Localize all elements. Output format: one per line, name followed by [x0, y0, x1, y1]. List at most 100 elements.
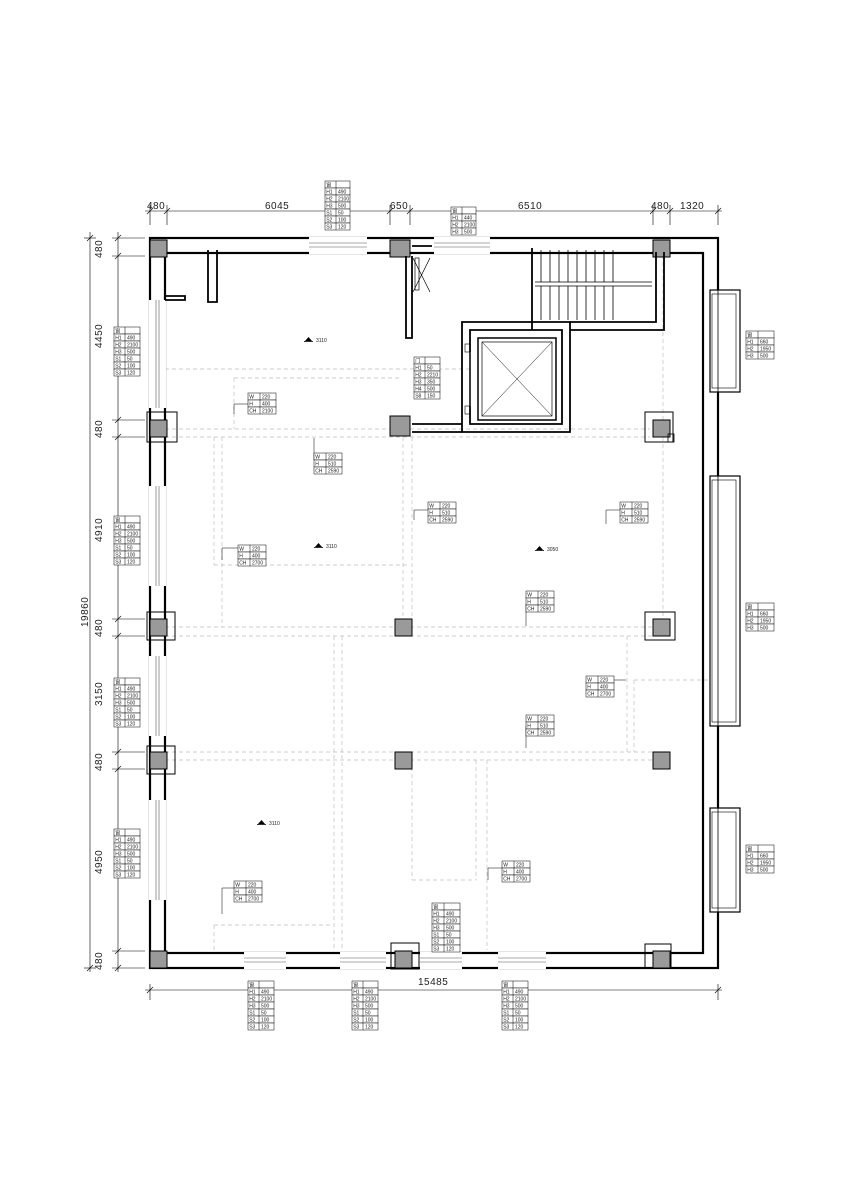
- table-key: 窗: [452, 207, 457, 214]
- table-key: H2: [115, 342, 122, 348]
- table-key: S1: [503, 1010, 509, 1016]
- table-key: S3: [115, 721, 121, 727]
- table-value: 220: [252, 546, 261, 552]
- table-value: 220: [328, 454, 337, 460]
- table-key: S2: [115, 552, 121, 558]
- dimension-ticks: [84, 205, 722, 1000]
- table-row: [525, 604, 555, 613]
- table-value: 50: [127, 545, 133, 551]
- table-key: S2: [115, 714, 121, 720]
- table-value: 400: [600, 684, 609, 690]
- dim-left-1: 480: [94, 240, 105, 258]
- table-key: CH: [621, 517, 629, 523]
- table-value: 490: [127, 837, 136, 843]
- table-key: S3: [115, 559, 121, 565]
- table-value: 2100: [262, 408, 273, 414]
- table-key: 门: [415, 357, 420, 364]
- table-key: S2: [249, 1017, 255, 1023]
- height-label-c: 3050: [547, 547, 558, 553]
- table-key: CH: [239, 560, 247, 566]
- dim-top-2: 6045: [265, 201, 289, 212]
- table-value: 120: [127, 721, 136, 727]
- table-key: H3: [747, 353, 754, 359]
- table-key: S3: [326, 224, 332, 230]
- table-row: [413, 391, 441, 400]
- table-value: 120: [446, 946, 455, 952]
- table-key: S1: [326, 210, 332, 216]
- table-key: S2: [503, 1017, 509, 1023]
- table-value: 120: [365, 1024, 374, 1030]
- table-row: [745, 623, 775, 632]
- table-key: 窗: [326, 181, 331, 188]
- table-value: 2100: [261, 996, 272, 1002]
- table-key: H2: [115, 531, 122, 537]
- table-value: 2590: [442, 517, 453, 523]
- table-value: 2590: [634, 517, 645, 523]
- table-value: 50: [127, 707, 133, 713]
- table-value: 2100: [446, 918, 457, 924]
- table-value: 2100: [127, 844, 138, 850]
- table-value: 220: [540, 592, 549, 598]
- table-key: H3: [353, 1003, 360, 1009]
- table-key: H2: [452, 222, 459, 228]
- table-value: 100: [338, 217, 347, 223]
- height-marker-icon: [315, 543, 322, 547]
- table-row: [585, 689, 615, 698]
- table-key: W: [235, 882, 240, 888]
- table-key: H2: [249, 996, 256, 1002]
- table-value: 400: [262, 401, 271, 407]
- table-value: 100: [127, 552, 136, 558]
- table-key: 窗: [747, 603, 752, 610]
- table-key: H3: [747, 867, 754, 873]
- table-key: CH: [315, 468, 323, 474]
- table-key: H3: [115, 538, 122, 544]
- height-label-b: 3110: [326, 544, 337, 550]
- table-value: 490: [261, 989, 270, 995]
- table-key: H2: [326, 196, 333, 202]
- table-value: 50: [515, 1010, 521, 1016]
- columns: [149, 239, 671, 969]
- table-value: 120: [261, 1024, 270, 1030]
- table-key: S2: [115, 363, 121, 369]
- table-value: 2700: [516, 876, 527, 882]
- table-key: S8: [415, 393, 421, 399]
- table-key: S3: [249, 1024, 255, 1030]
- dim-left-5: 480: [94, 619, 105, 637]
- table-key: H1: [747, 611, 754, 617]
- table-key: 窗: [353, 981, 358, 988]
- elevator-shaft: [464, 337, 557, 421]
- table-value: 220: [540, 716, 549, 722]
- table-value: 100: [261, 1017, 270, 1023]
- table-key: W: [239, 546, 244, 552]
- table-row: [237, 558, 267, 567]
- table-row: [113, 719, 141, 728]
- table-key: H2: [433, 918, 440, 924]
- table-key: H2: [747, 618, 754, 624]
- table-value: 2100: [127, 531, 138, 537]
- table-key: W: [527, 716, 532, 722]
- table-value: 490: [446, 911, 455, 917]
- table-value: 2700: [248, 896, 259, 902]
- table-row: [113, 557, 141, 566]
- table-key: H1: [452, 215, 459, 221]
- table-value: 50: [127, 858, 133, 864]
- table-value: 220: [248, 882, 257, 888]
- table-value: 120: [127, 872, 136, 878]
- table-key: S2: [326, 217, 332, 223]
- table-value: 510: [540, 723, 549, 729]
- table-value: 660: [760, 853, 769, 859]
- table-value: 500: [127, 851, 136, 857]
- table-key: H2: [747, 346, 754, 352]
- table-value: 660: [760, 339, 769, 345]
- interior-walls: [165, 245, 665, 433]
- table-value: 120: [127, 559, 136, 565]
- table-key: H: [315, 461, 319, 467]
- table-key: W: [249, 394, 254, 400]
- table-key: H: [527, 599, 531, 605]
